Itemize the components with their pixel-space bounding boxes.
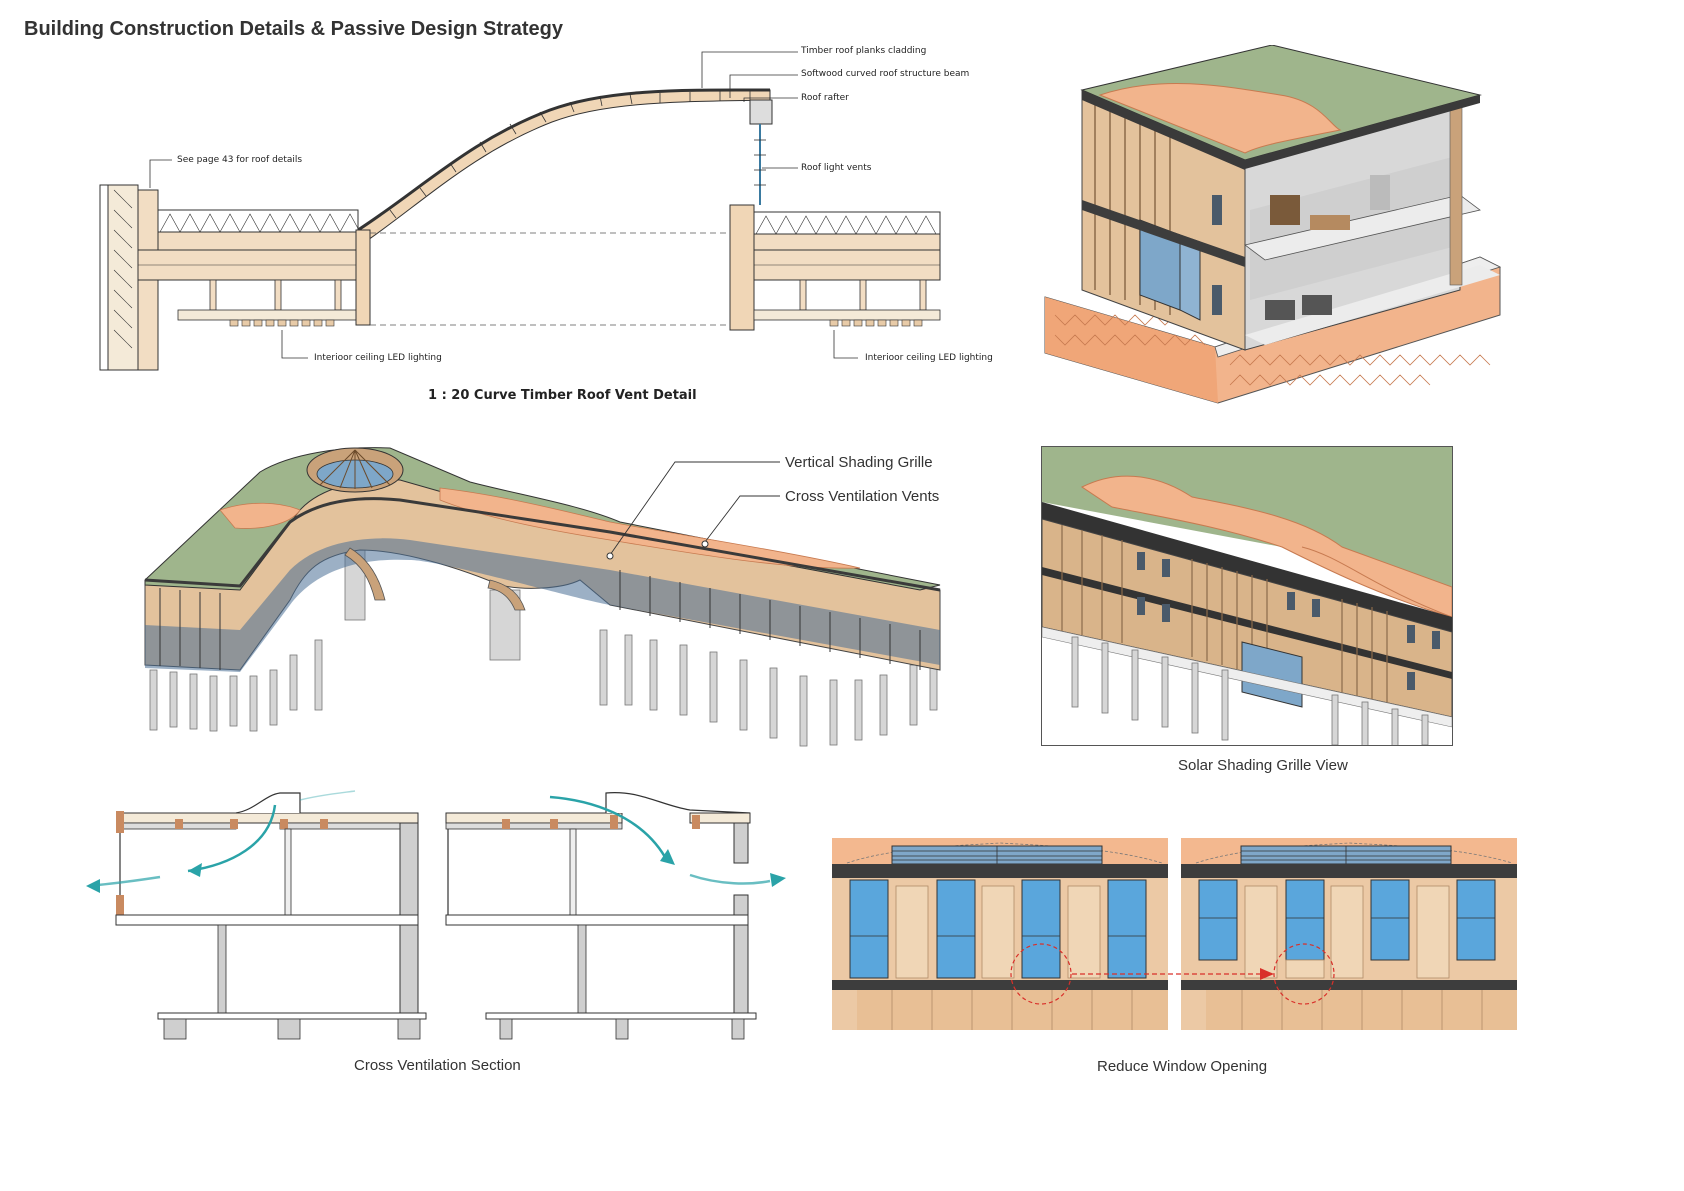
axonometric-building [144,447,941,747]
window-panel-before [832,838,1168,1030]
cross-ventilation-section [86,790,786,1040]
label-see-page: See page 43 for roof details [177,155,303,165]
window-opening-comparison [832,838,1517,1030]
cross-section-caption: Cross Ventilation Section [354,1057,521,1074]
label-softwood-beam: Softwood curved roof structure beam [801,69,970,79]
cutaway-building [1044,45,1502,404]
label-led-right: Interioor ceiling LED lighting [865,353,993,363]
solar-view-image [1042,447,1452,745]
page-title: Building Construction Details & Passive … [24,18,564,40]
solar-view-caption: Solar Shading Grille View [1178,757,1348,774]
label-timber-planks: Timber roof planks cladding [801,46,927,56]
label-led-left: Interioor ceiling LED lighting [314,353,442,363]
roof-detail-caption: 1 : 20 Curve Timber Roof Vent Detail [428,388,697,403]
label-vertical-grille: Vertical Shading Grille [785,454,933,471]
window-opening-caption: Reduce Window Opening [1097,1058,1268,1075]
label-roof-rafter: Roof rafter [801,93,849,103]
label-roof-light-vents: Roof light vents [801,163,872,173]
roof-detail-drawing [99,51,941,371]
window-panel-after [1181,838,1517,1030]
solar-view-frame [1041,446,1453,746]
label-cross-vents: Cross Ventilation Vents [785,488,940,505]
